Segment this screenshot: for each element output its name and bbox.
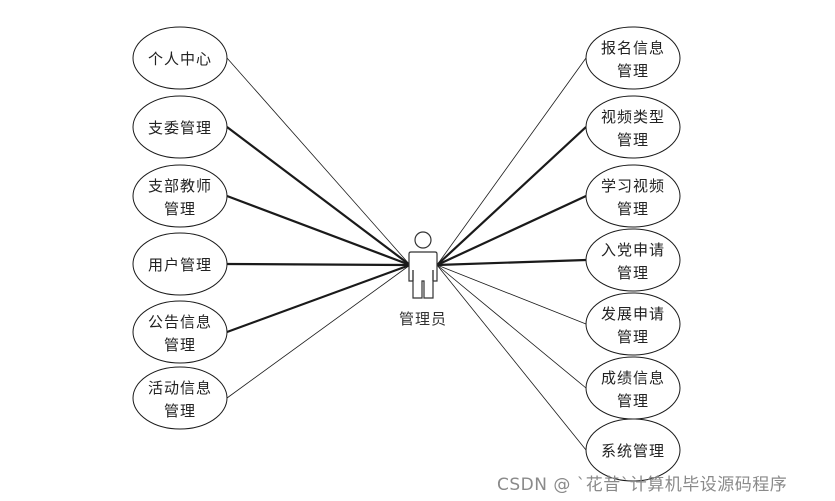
use-case-label: 活动信息	[148, 379, 212, 397]
use-case-label: 管理	[164, 402, 196, 420]
use-case-label: 报名信息	[601, 39, 665, 57]
use-case-label: 管理	[617, 200, 649, 218]
association-line	[436, 264, 587, 451]
association-line	[436, 264, 587, 325]
use-case-ellipse	[132, 26, 228, 90]
actor-administrator: 管理员	[399, 231, 447, 328]
use-case-ellipse	[132, 366, 228, 430]
association-line	[226, 264, 411, 399]
association-line	[436, 126, 587, 266]
use-case-ellipse	[132, 300, 228, 364]
use-cases: 个人中心支委管理支部教师管理用户管理公告信息管理活动信息管理报名信息管理视频类型…	[132, 26, 681, 482]
use-case-label: 支委管理	[148, 119, 212, 137]
association-line	[436, 195, 587, 266]
use-case-ellipse	[585, 26, 681, 90]
use-case-ellipse	[585, 418, 681, 482]
use-case-ellipse	[132, 95, 228, 159]
use-case-label: 管理	[617, 392, 649, 410]
actor-label: 管理员	[399, 310, 447, 328]
use-case-label: 管理	[617, 62, 649, 80]
use-case-ellipse	[132, 164, 228, 228]
use-case-ellipse	[585, 228, 681, 292]
use-case-label: 用户管理	[148, 256, 212, 274]
use-case-left-1: 支委管理	[132, 95, 228, 159]
use-case-label: 系统管理	[601, 442, 665, 460]
use-case-ellipse	[585, 292, 681, 356]
use-case-label: 学习视频	[601, 177, 665, 195]
association-line	[226, 57, 411, 266]
association-line	[436, 258, 587, 267]
association-line	[436, 264, 587, 389]
use-case-ellipse	[585, 95, 681, 159]
use-case-label: 管理	[164, 200, 196, 218]
use-case-label: 发展申请	[601, 305, 665, 323]
use-case-left-0: 个人中心	[132, 26, 228, 90]
use-case-label: 管理	[617, 264, 649, 282]
csdn-watermark: CSDN @ `花昔`计算机毕设源码程序	[497, 475, 788, 495]
use-case-label: 视频类型	[601, 108, 665, 126]
use-case-left-3: 用户管理	[132, 232, 228, 296]
association-line	[226, 263, 411, 334]
association-lines	[226, 57, 587, 451]
use-case-label: 管理	[617, 328, 649, 346]
use-case-label: 公告信息	[148, 313, 212, 331]
use-case-ellipse	[585, 164, 681, 228]
use-case-label: 管理	[164, 336, 196, 354]
use-case-label: 成绩信息	[601, 369, 665, 387]
association-line	[436, 57, 587, 266]
use-case-label: 个人中心	[148, 50, 212, 68]
association-line	[226, 262, 411, 267]
association-line	[226, 126, 411, 266]
use-case-right-6: 系统管理	[585, 418, 681, 482]
actor-icon	[408, 231, 438, 299]
use-case-label: 支部教师	[148, 177, 212, 195]
use-case-label: 管理	[617, 131, 649, 149]
use-case-ellipse	[132, 232, 228, 296]
association-line	[226, 194, 411, 267]
use-case-label: 入党申请	[601, 241, 665, 259]
